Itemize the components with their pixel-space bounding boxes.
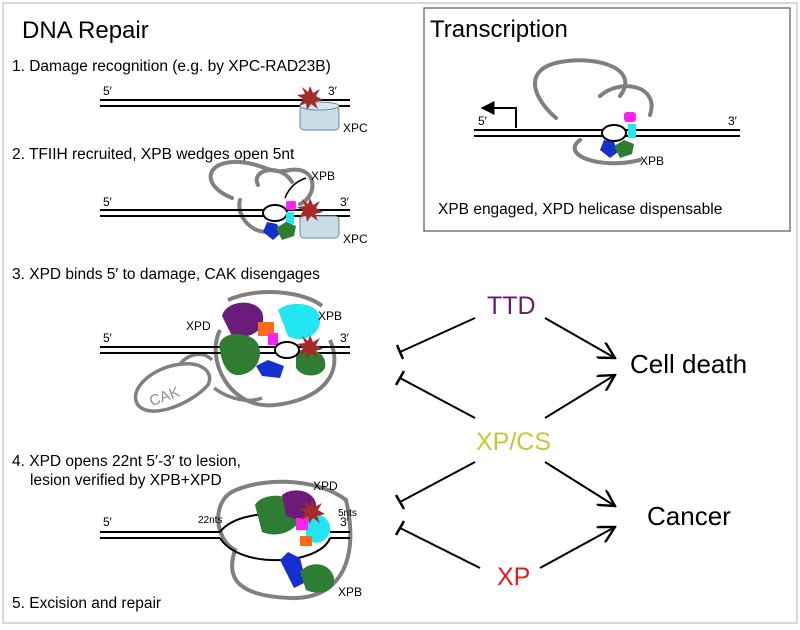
- tfiih-arch: [227, 290, 324, 308]
- blue-subunit-4: [280, 552, 306, 588]
- green-subunit-4b: [300, 564, 335, 593]
- step-1-diagram: 5′ 3′ XPC: [100, 84, 368, 135]
- blue-subunit-t: [600, 140, 618, 158]
- xpb-cyan-4: [306, 513, 331, 543]
- ttd-inhibit-line: [399, 317, 476, 353]
- transcription-diagram: 5′ 3′ XPB: [474, 58, 740, 168]
- dna-bubble-3: [274, 341, 300, 359]
- magenta-subunit-t: [624, 112, 636, 122]
- step-2-diagram: XPB 5′ 3′ XPC: [100, 159, 368, 246]
- green-subunit-3b: [296, 349, 326, 376]
- tfiih-outline-t: [532, 58, 654, 166]
- xpb-cyan: [278, 303, 321, 340]
- magenta-subunit-4: [296, 518, 308, 530]
- xp-inhibit-line: [399, 527, 481, 569]
- step-4-text-cont: lesion verified by XPB+XPD: [30, 472, 222, 489]
- step3-3prime: 3′: [340, 331, 350, 345]
- orange-subunit: [258, 322, 274, 336]
- dna-bubble: [262, 204, 288, 222]
- transcription-title: Transcription: [430, 16, 568, 43]
- cak-outline: [134, 362, 212, 413]
- xpcs-to-cancer-arrow: [544, 461, 615, 506]
- step3-xpd-label: XPD: [186, 319, 211, 333]
- trans-3prime: 3′: [728, 114, 738, 128]
- step3-5prime: 5′: [103, 331, 113, 345]
- tfiih-outline: [208, 159, 315, 234]
- cyan-subunit: [286, 212, 294, 224]
- step-3-text: 3. XPD binds 5′ to damage, CAK disengage…: [12, 266, 320, 283]
- step-5-text: 5. Excision and repair: [12, 595, 161, 612]
- step4-xpd-label: XPD: [313, 479, 338, 493]
- xpcs-inhibit-line-1: [399, 377, 476, 419]
- transcription-caption: XPB engaged, XPD helicase dispensable: [438, 201, 722, 218]
- cell-death-label: Cell death: [630, 349, 747, 379]
- phenotype-network: TTD XP/CS XP Cell death Cancer: [394, 292, 747, 591]
- step-4-text: 4. XPD opens 22nt 5′-3′ to lesion,: [12, 453, 241, 470]
- step3-xpb-label: XPB: [318, 309, 342, 323]
- nts22-label: 22nts: [198, 515, 222, 526]
- step4-3prime: 3′: [340, 515, 350, 529]
- green-subunit-t: [614, 140, 634, 158]
- blue-subunit-3: [256, 360, 284, 378]
- open-strand-bottom: [219, 537, 331, 562]
- orange-subunit-4: [300, 536, 312, 546]
- xp-label: XP: [497, 563, 530, 591]
- step1-5prime: 5′: [103, 84, 113, 98]
- trans-xpb-label: XPB: [640, 154, 664, 168]
- step1-3prime: 3′: [328, 84, 338, 98]
- step-2-text: 2. TFIIH recruited, XPB wedges open 5nt: [12, 146, 295, 163]
- cyan-subunit-t: [628, 124, 636, 138]
- cancer-label: Cancer: [647, 501, 731, 531]
- step4-xpb-label: XPB: [338, 585, 362, 599]
- blue-subunit: [263, 222, 281, 240]
- magenta-subunit: [286, 201, 296, 210]
- green-subunit: [276, 222, 296, 240]
- step4-5prime: 5′: [103, 515, 113, 529]
- transcription-box: [423, 7, 791, 232]
- nts5-label: 5nts: [338, 508, 357, 519]
- transcription-start-arrow: [480, 101, 517, 128]
- step2-5prime: 5′: [103, 195, 113, 209]
- xpcs-inhibit-line-2: [399, 461, 476, 503]
- ttd-label: TTD: [487, 292, 536, 320]
- xpcs-to-celldeath-arrow: [544, 375, 615, 419]
- dna-repair-title: DNA Repair: [22, 17, 149, 44]
- xpcs-label: XP/CS: [476, 428, 551, 456]
- step2-xpb-label: XPB: [311, 169, 335, 183]
- magenta-subunit-3: [268, 333, 278, 345]
- step2-3prime: 3′: [340, 195, 350, 209]
- xp-to-cancer-arrow: [539, 527, 615, 569]
- dna-bubble-t: [601, 124, 627, 142]
- xpc-protein-2: [299, 215, 340, 239]
- green-subunit-3a: [219, 333, 260, 376]
- step-3-diagram: CAK 5′ 3′ XPD XPB: [100, 290, 350, 413]
- ttd-to-celldeath-arrow: [544, 317, 615, 358]
- step-1-text: 1. Damage recognition (e.g. by XPC-RAD23…: [12, 58, 331, 75]
- step-4-diagram: 5′ 3′ 22nts 5nts XPD XPB: [100, 479, 362, 601]
- step2-xpc-label: XPC: [343, 232, 368, 246]
- xpd-purple: [222, 302, 264, 337]
- step1-xpc-label: XPC: [343, 121, 368, 135]
- trans-5prime: 5′: [478, 114, 488, 128]
- tfiih-outline-4: [216, 479, 353, 601]
